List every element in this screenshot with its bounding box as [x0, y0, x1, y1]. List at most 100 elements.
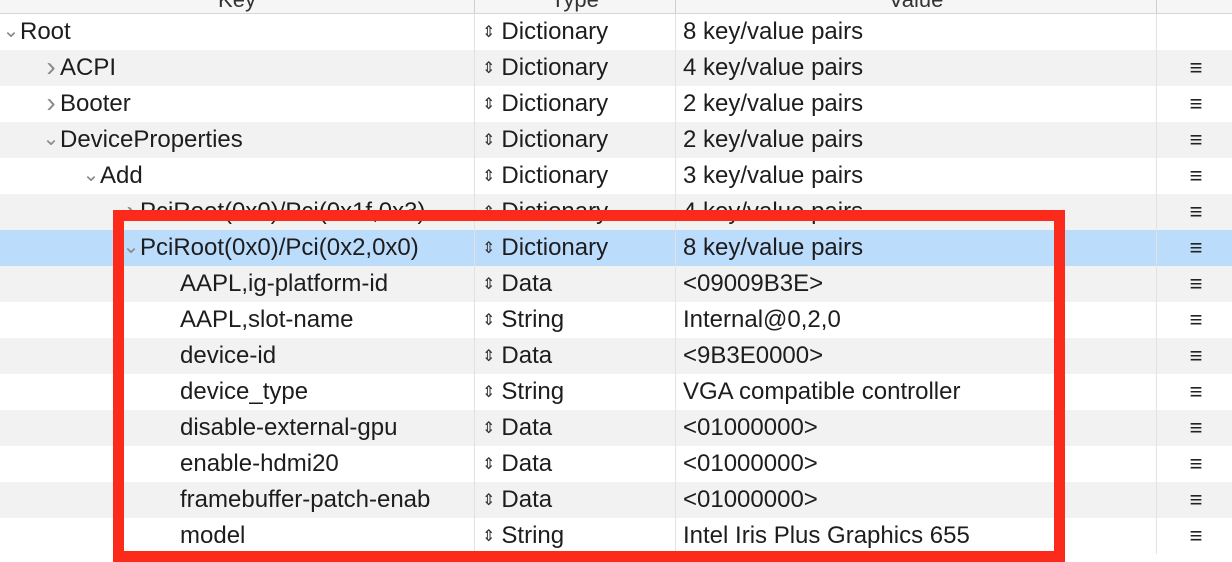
value-cell[interactable]: 2 key/value pairs	[683, 126, 864, 153]
chevron-right-icon[interactable]: ›	[46, 51, 56, 82]
value-cell[interactable]: 8 key/value pairs	[683, 234, 864, 261]
row-menu-icon[interactable]: ≡	[1189, 91, 1203, 116]
type-cell[interactable]: ⇕Dictionary	[482, 122, 672, 158]
row-menu-icon[interactable]: ≡	[1189, 343, 1203, 368]
type-cell[interactable]: ⇕String	[482, 518, 672, 554]
key-cell[interactable]: ⌄PciRoot(0x0)/Pci(0x2,0x0)	[0, 230, 474, 266]
table-row[interactable]: ⌄Root⇕Dictionary 8 key/value pairs	[0, 14, 1232, 50]
column-divider[interactable]	[1156, 0, 1157, 13]
table-row[interactable]: ⌄PciRoot(0x0)/Pci(0x2,0x0)⇕Dictionary 8 k…	[0, 230, 1232, 266]
updown-arrows-icon[interactable]: ⇕	[482, 528, 496, 545]
chevron-down-icon[interactable]: ⌄	[122, 236, 140, 258]
table-row[interactable]: device_type⇕String VGA compatible control…	[0, 374, 1232, 410]
value-cell[interactable]: Intel Iris Plus Graphics 655	[683, 522, 970, 549]
key-cell[interactable]: model	[0, 518, 474, 554]
updown-arrows-icon[interactable]: ⇕	[482, 348, 496, 365]
column-divider[interactable]	[474, 0, 475, 13]
key-cell[interactable]: ⌄DeviceProperties	[0, 122, 474, 158]
key-cell[interactable]: AAPL,slot-name	[0, 302, 474, 338]
key-cell[interactable]: ⌄Add	[0, 158, 474, 194]
table-row[interactable]: ›PciRoot(0x0)/Pci(0x1f,0x3)⇕Dictionary 4 …	[0, 194, 1232, 230]
table-row[interactable]: device-id⇕Data <9B3E0000> ≡	[0, 338, 1232, 374]
key-cell[interactable]: device_type	[0, 374, 474, 410]
type-cell[interactable]: ⇕Data	[482, 266, 672, 302]
updown-arrows-icon[interactable]: ⇕	[482, 456, 496, 473]
row-menu-icon[interactable]: ≡	[1189, 163, 1203, 188]
row-menu-icon[interactable]: ≡	[1189, 307, 1203, 332]
row-menu-icon[interactable]: ≡	[1189, 235, 1203, 260]
updown-arrows-icon[interactable]: ⇕	[482, 276, 496, 293]
key-cell[interactable]: ›PciRoot(0x0)/Pci(0x1f,0x3)	[0, 194, 474, 230]
chevron-right-icon[interactable]: ›	[126, 195, 136, 226]
key-cell[interactable]: framebuffer-patch-enab	[0, 482, 474, 518]
type-cell[interactable]: ⇕Data	[482, 338, 672, 374]
type-cell[interactable]: ⇕String	[482, 374, 672, 410]
row-menu-icon[interactable]: ≡	[1189, 451, 1203, 476]
updown-arrows-icon[interactable]: ⇕	[482, 384, 496, 401]
value-cell[interactable]: 8 key/value pairs	[683, 18, 864, 45]
value-cell[interactable]: 3 key/value pairs	[683, 162, 864, 189]
value-column-header[interactable]: Value	[676, 0, 1156, 13]
key-cell[interactable]: enable-hdmi20	[0, 446, 474, 482]
type-cell[interactable]: ⇕Dictionary	[482, 158, 672, 194]
type-column-header[interactable]: Type	[475, 0, 675, 13]
value-cell[interactable]: <01000000>	[683, 414, 818, 441]
chevron-right-icon[interactable]: ›	[46, 87, 56, 118]
column-divider[interactable]	[675, 0, 676, 13]
table-row[interactable]: disable-external-gpu⇕Data <01000000> ≡	[0, 410, 1232, 446]
value-cell[interactable]: 4 key/value pairs	[683, 198, 864, 225]
table-row[interactable]: ⌄DeviceProperties⇕Dictionary 2 key/value …	[0, 122, 1232, 158]
key-cell[interactable]: ›ACPI	[0, 50, 474, 86]
chevron-down-icon[interactable]: ⌄	[42, 128, 60, 150]
row-menu-icon[interactable]: ≡	[1189, 379, 1203, 404]
updown-arrows-icon[interactable]: ⇕	[482, 240, 496, 257]
value-cell[interactable]: 4 key/value pairs	[683, 54, 864, 81]
type-cell[interactable]: ⇕Dictionary	[482, 14, 672, 50]
row-menu-icon[interactable]: ≡	[1189, 523, 1203, 548]
chevron-down-icon[interactable]: ⌄	[2, 20, 20, 42]
chevron-down-icon[interactable]: ⌄	[82, 164, 100, 186]
table-row[interactable]: enable-hdmi20⇕Data <01000000> ≡	[0, 446, 1232, 482]
value-cell[interactable]: VGA compatible controller	[683, 378, 961, 405]
table-row[interactable]: AAPL,ig-platform-id⇕Data <09009B3E> ≡	[0, 266, 1232, 302]
type-cell[interactable]: ⇕Dictionary	[482, 194, 672, 230]
key-cell[interactable]: ›Booter	[0, 86, 474, 122]
key-cell[interactable]: device-id	[0, 338, 474, 374]
updown-arrows-icon[interactable]: ⇕	[482, 24, 496, 41]
table-row[interactable]: framebuffer-patch-enab⇕Data<01000000>≡	[0, 482, 1232, 518]
key-column-header[interactable]: Key	[0, 0, 474, 13]
key-cell[interactable]: ⌄Root	[0, 14, 474, 50]
type-cell[interactable]: ⇕Dictionary	[482, 230, 672, 266]
type-cell[interactable]: ⇕Data	[482, 446, 672, 482]
row-menu-icon[interactable]: ≡	[1189, 55, 1203, 80]
value-cell[interactable]: Internal@0,2,0	[683, 306, 841, 333]
type-cell[interactable]: ⇕String	[482, 302, 672, 338]
table-row[interactable]: ›ACPI⇕Dictionary 4 key/value pairs ≡	[0, 50, 1232, 86]
type-cell[interactable]: ⇕Dictionary	[482, 50, 672, 86]
table-row[interactable]: AAPL,slot-name⇕String Internal@0,2,0 ≡	[0, 302, 1232, 338]
type-cell[interactable]: ⇕Data	[482, 410, 672, 446]
type-cell[interactable]: ⇕Dictionary	[482, 86, 672, 122]
row-menu-icon[interactable]: ≡	[1189, 271, 1203, 296]
updown-arrows-icon[interactable]: ⇕	[482, 132, 496, 149]
value-cell[interactable]: <9B3E0000>	[683, 342, 824, 369]
updown-arrows-icon[interactable]: ⇕	[482, 168, 496, 185]
updown-arrows-icon[interactable]: ⇕	[482, 312, 496, 329]
updown-arrows-icon[interactable]: ⇕	[482, 60, 496, 77]
table-row[interactable]: model⇕String Intel Iris Plus Graphics 655…	[0, 518, 1232, 554]
row-menu-icon[interactable]: ≡	[1189, 199, 1203, 224]
type-cell[interactable]: ⇕Data	[482, 482, 672, 518]
value-cell[interactable]: <01000000>	[683, 450, 818, 477]
key-cell[interactable]: disable-external-gpu	[0, 410, 474, 446]
updown-arrows-icon[interactable]: ⇕	[482, 96, 496, 113]
row-menu-icon[interactable]: ≡	[1189, 127, 1203, 152]
table-row[interactable]: ⌄Add⇕Dictionary 3 key/value pairs ≡	[0, 158, 1232, 194]
key-cell[interactable]: AAPL,ig-platform-id	[0, 266, 474, 302]
updown-arrows-icon[interactable]: ⇕	[482, 420, 496, 437]
value-cell[interactable]: <09009B3E>	[683, 270, 824, 297]
updown-arrows-icon[interactable]: ⇕	[482, 204, 496, 221]
value-cell[interactable]: <01000000>	[683, 486, 818, 513]
row-menu-icon[interactable]: ≡	[1189, 415, 1203, 440]
updown-arrows-icon[interactable]: ⇕	[482, 492, 496, 509]
